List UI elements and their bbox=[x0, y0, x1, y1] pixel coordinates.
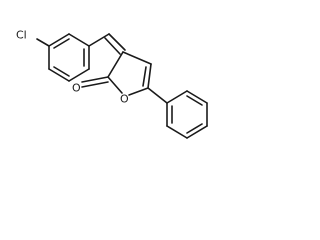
bond-exocyclic-double-a bbox=[108, 33, 126, 51]
bond-phenyl-5 bbox=[186, 90, 208, 104]
bond-phenyl-inner-3 bbox=[186, 95, 203, 106]
bond-ring-to-methine bbox=[88, 33, 110, 47]
bond-carbonyl-a bbox=[81, 76, 109, 83]
bond-chlorophenyl-2 bbox=[68, 33, 90, 47]
bond-chlorophenyl-inner-3 bbox=[53, 66, 70, 77]
ring-oxygen-label: O bbox=[120, 93, 129, 106]
bond-phenyl-3 bbox=[186, 125, 208, 139]
atom-labels: Cl O O bbox=[16, 29, 129, 106]
bond-phenyl-6 bbox=[166, 90, 188, 104]
bond-chlorophenyl-1 bbox=[48, 33, 70, 47]
bond-cl-ring bbox=[36, 38, 50, 47]
bond-furanone-c3-c4 bbox=[122, 51, 152, 65]
bond-furanone-c5-o bbox=[128, 87, 149, 96]
bond-carbonyl-b bbox=[81, 81, 109, 88]
bond-exocyclic-double-b bbox=[104, 37, 121, 55]
chemical-structure-diagram: Cl O O bbox=[16, 29, 208, 139]
bond-furanone-o-c2 bbox=[107, 76, 123, 94]
bond-lines bbox=[36, 33, 208, 139]
bond-furanone-to-phenyl bbox=[147, 87, 168, 104]
carbonyl-oxygen-label: O bbox=[72, 82, 81, 95]
bond-chlorophenyl-inner-1 bbox=[53, 38, 70, 49]
bond-furanone-c4-c5-a bbox=[147, 63, 152, 89]
bond-furanone-c4-c5-b bbox=[142, 66, 147, 87]
bond-chlorophenyl-5 bbox=[48, 68, 70, 82]
bond-phenyl-2 bbox=[166, 125, 188, 139]
chlorine-atom-label: Cl bbox=[16, 29, 27, 42]
bond-furanone-c2-c3 bbox=[107, 51, 124, 78]
bond-chlorophenyl-4 bbox=[68, 68, 90, 82]
bond-phenyl-inner-2 bbox=[186, 123, 203, 134]
